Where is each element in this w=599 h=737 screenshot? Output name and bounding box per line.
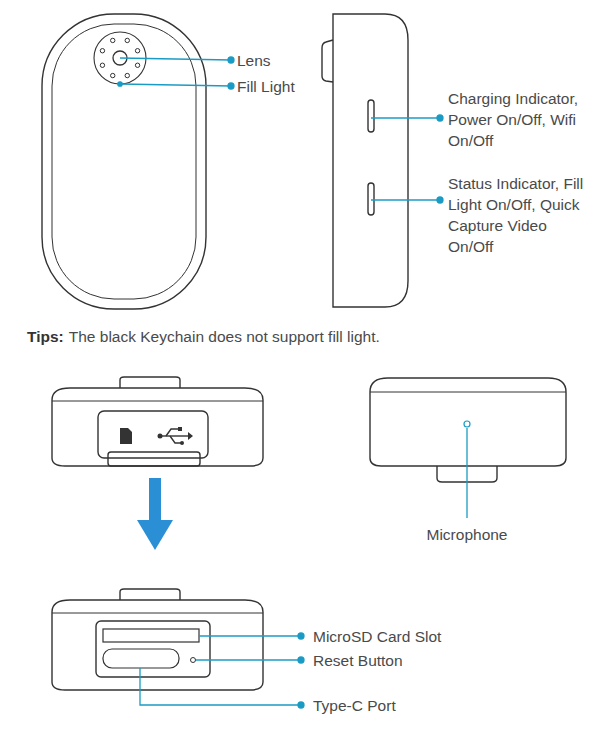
- front-inner: [52, 24, 196, 299]
- part-label: Lens: [237, 50, 271, 71]
- tips-note: The black Keychain does not support fill…: [69, 326, 380, 347]
- microsd-slot: [103, 629, 199, 642]
- keyring-cap: [120, 589, 180, 600]
- bottom-housing-open: [52, 600, 263, 690]
- part-label: Reset Button: [313, 650, 403, 671]
- button-label: Charging Indicator, Power On/Off, Wifi O…: [448, 88, 596, 151]
- reset-button: [191, 658, 196, 663]
- microphone-hole: [464, 421, 470, 427]
- part-label: MicroSD Card Slot: [313, 626, 441, 647]
- part-label: Microphone: [427, 524, 508, 545]
- top-housing: [370, 378, 566, 466]
- side-tab: [322, 40, 333, 82]
- sd-icon: [120, 428, 132, 444]
- tips-heading: Tips:: [27, 326, 64, 347]
- leader-lines: [118, 57, 467, 708]
- cover-tab: [108, 452, 200, 466]
- part-label: Fill Light: [237, 76, 295, 97]
- status-button: [368, 183, 374, 215]
- down-arrow: [137, 478, 173, 550]
- type-c-port: [103, 649, 179, 668]
- usb-icon: [158, 427, 194, 445]
- keyring-cap: [120, 377, 180, 388]
- button-label: Status Indicator, Fill Light On/Off, Qui…: [448, 173, 596, 257]
- port-cover: [98, 411, 208, 458]
- port-recess: [96, 621, 210, 677]
- part-label: Type-C Port: [313, 695, 396, 716]
- side-housing: [333, 14, 408, 307]
- bottom-housing: [52, 388, 263, 466]
- power-button: [368, 100, 374, 132]
